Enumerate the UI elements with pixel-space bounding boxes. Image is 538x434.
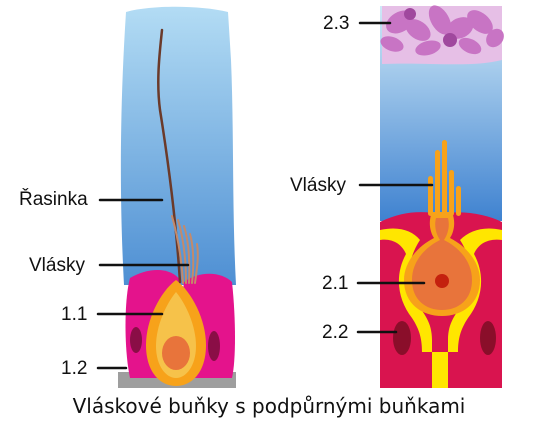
- label-2-2: 2.2: [322, 323, 348, 342]
- label-1-1: 1.1: [61, 305, 87, 324]
- otolith-layer: [378, 2, 507, 65]
- left-hair-cell-nucleus: [162, 336, 190, 370]
- label-1-2: 1.2: [61, 359, 87, 378]
- label-rasinka: Řasinka: [19, 190, 88, 209]
- label-vlasky-left: Vlásky: [29, 256, 85, 275]
- diagram-caption: Vláskové buňky s podpůrnými buňkami: [0, 396, 538, 416]
- right-support-nucleus-2: [480, 321, 496, 355]
- left-support-nucleus-2: [208, 331, 220, 361]
- label-2-3: 2.3: [323, 14, 349, 33]
- right-hair-cell-nucleus: [435, 274, 449, 288]
- right-support-nucleus-1: [393, 321, 411, 355]
- left-support-nucleus-1: [130, 327, 142, 353]
- left-hair-cell-group: [118, 7, 236, 388]
- right-hair-cell-group: [378, 2, 507, 388]
- label-vlasky-right: Vlásky: [290, 176, 346, 195]
- label-2-1: 2.1: [322, 274, 348, 293]
